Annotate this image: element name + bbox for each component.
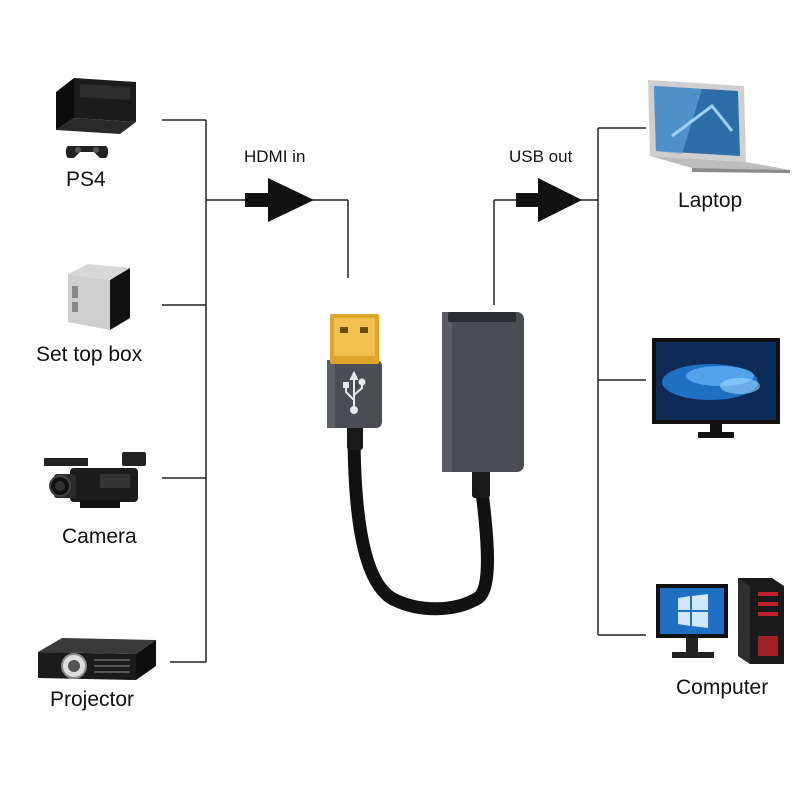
monitor-icon — [652, 338, 780, 438]
laptop-icon — [648, 80, 790, 173]
hdmi-in-arrow — [245, 178, 314, 222]
set-top-box-icon — [68, 264, 130, 330]
usb-out-arrow — [516, 178, 582, 222]
game-console-icon — [56, 78, 136, 158]
output-label-laptop: Laptop — [678, 189, 743, 212]
input-label-set-top-box: Set top box — [36, 343, 143, 366]
hdmi-adapter-body — [442, 312, 524, 472]
input-label-camera: Camera — [62, 525, 137, 548]
input-label-projector: Projector — [50, 688, 135, 711]
input-label-ps4: PS4 — [66, 168, 106, 191]
video-camera-icon — [44, 452, 146, 508]
hdmi-strain-relief — [472, 468, 490, 498]
output-label-computer: Computer — [676, 676, 769, 699]
desktop-computer-icon — [656, 578, 784, 664]
hdmi-in-label: HDMI in — [244, 147, 306, 166]
usb-out-label: USB out — [509, 147, 573, 166]
projector-icon — [38, 638, 156, 680]
hdmi-port-icon — [448, 312, 516, 322]
adapter-cable — [347, 423, 494, 616]
usb-symbol-icon — [343, 370, 366, 414]
